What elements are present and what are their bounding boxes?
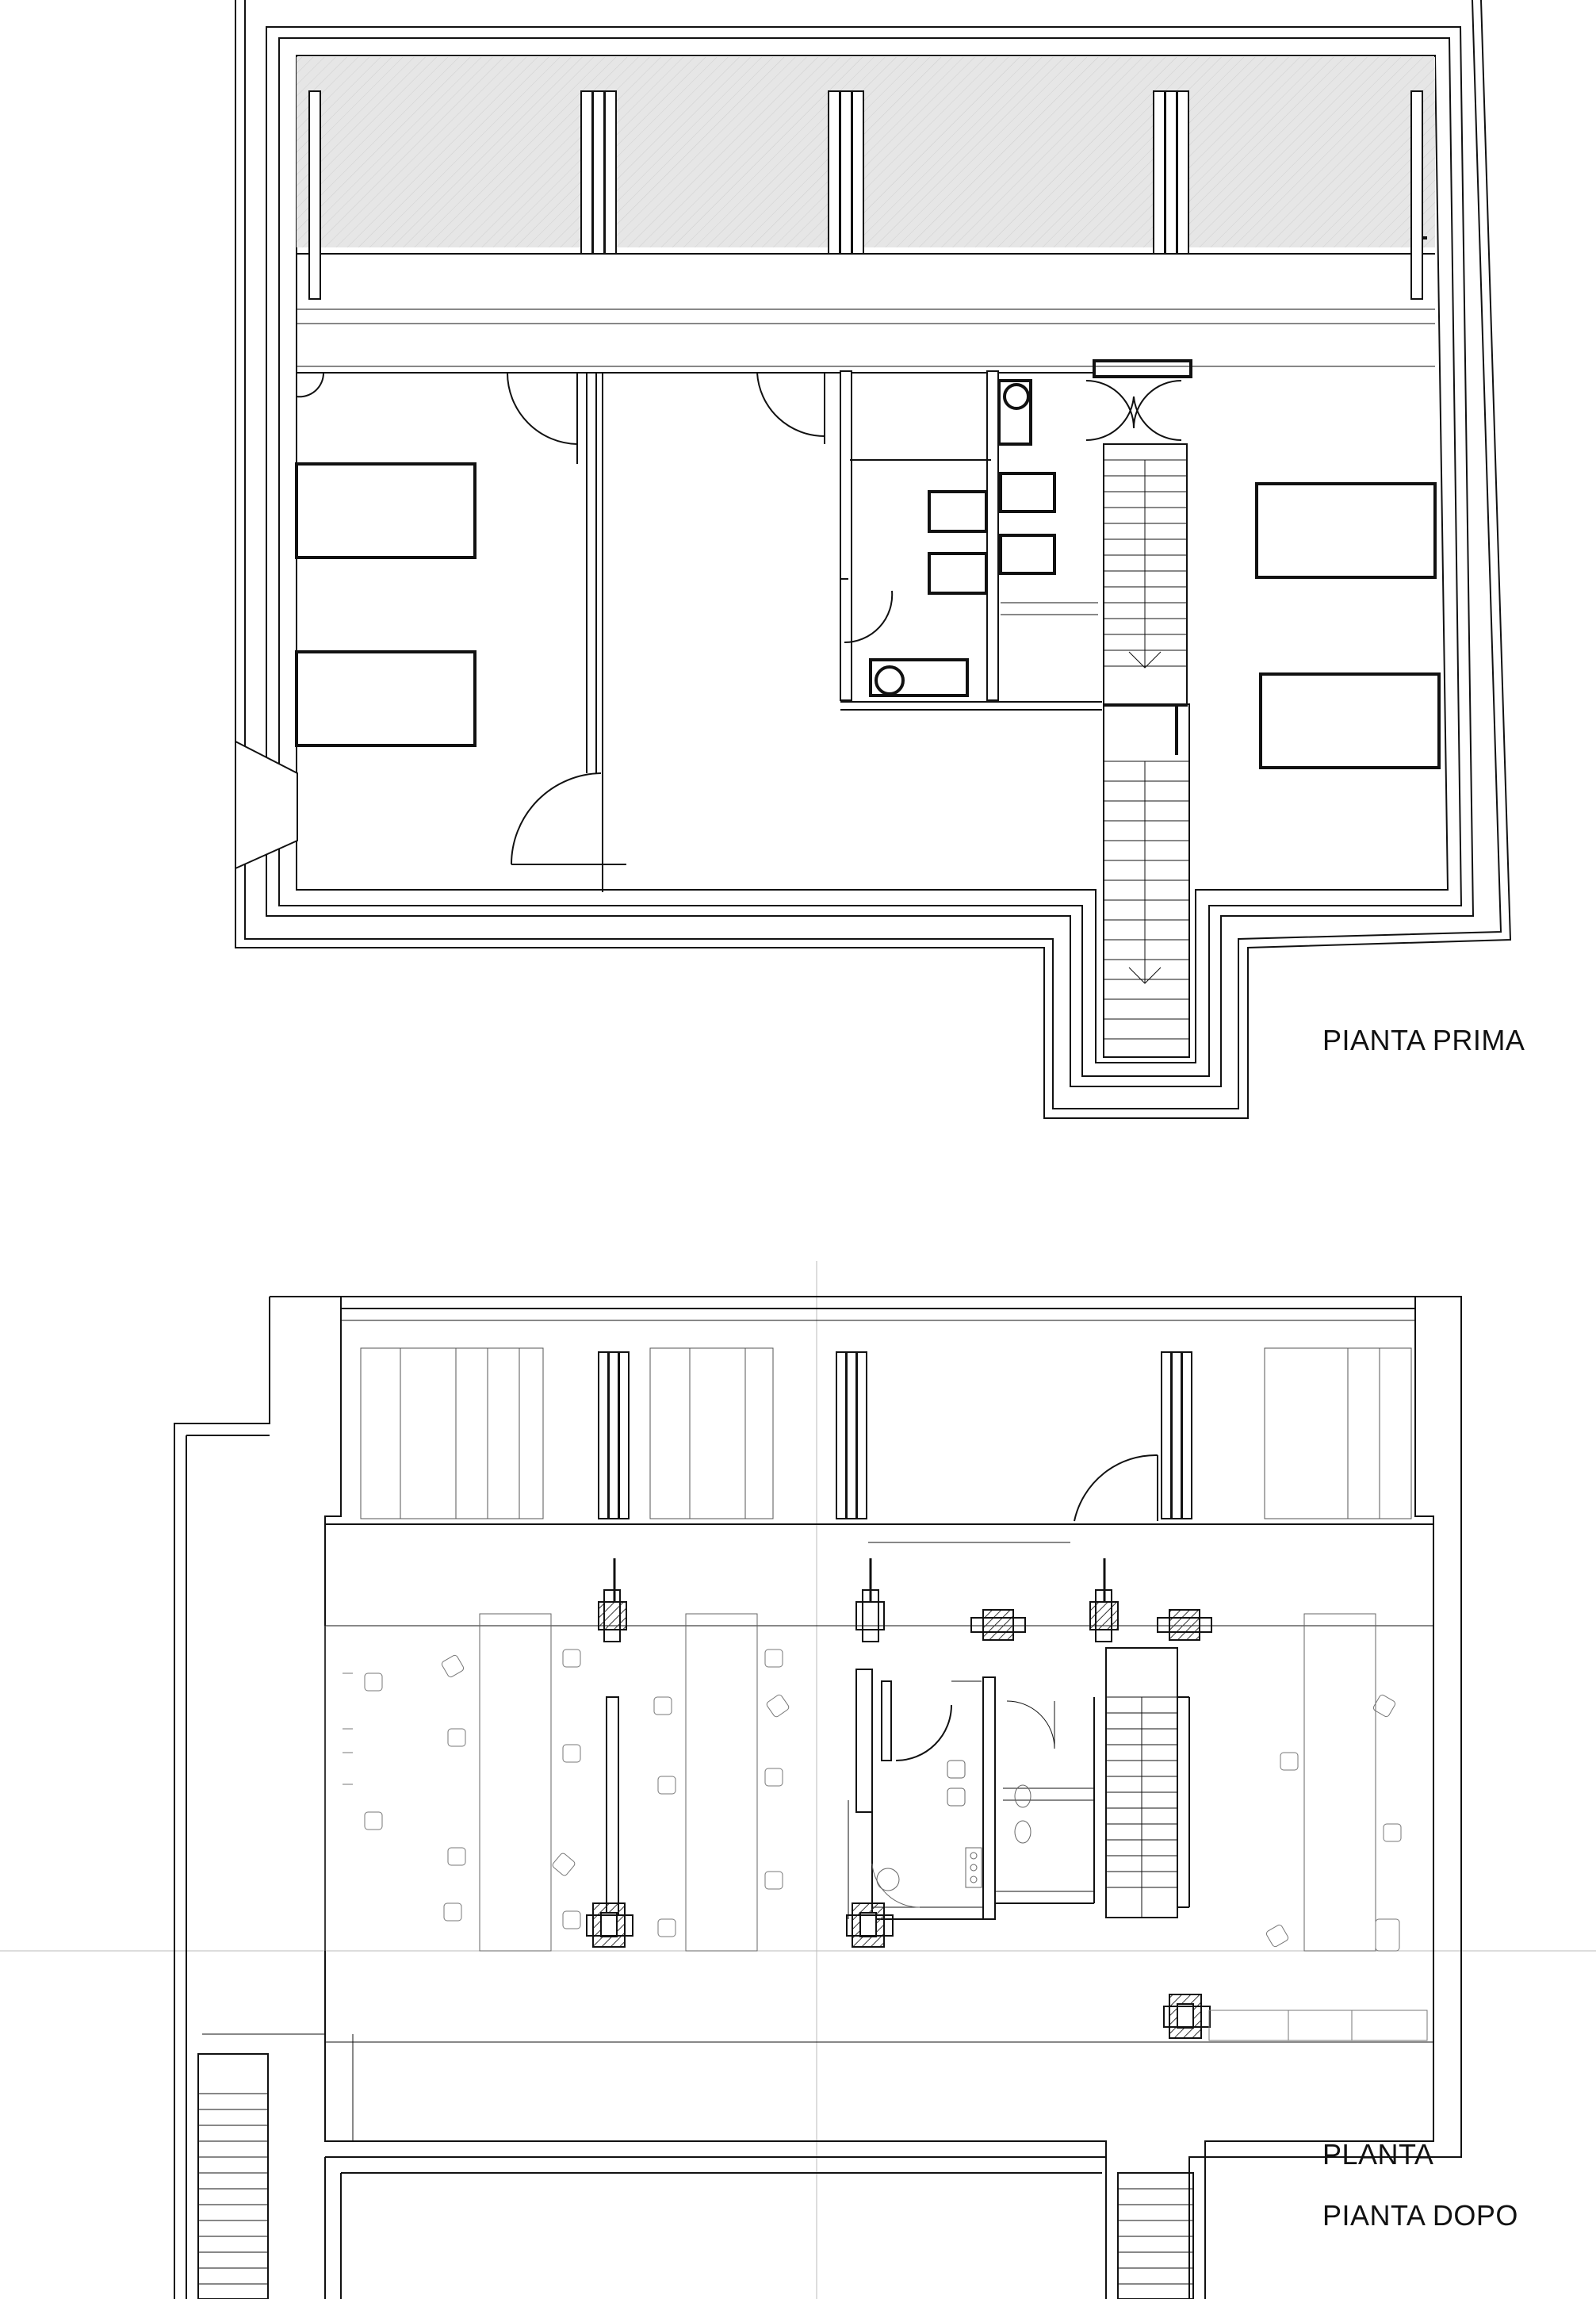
bed [1259,672,1441,769]
stair [1103,443,1188,707]
column [308,90,321,300]
column [1171,1351,1182,1519]
column [846,1351,857,1519]
column [836,1351,847,1519]
bed [1255,482,1437,579]
fixture [928,552,988,595]
plan-first-floor [235,0,1512,1119]
column [828,90,840,255]
door-swing [511,772,602,865]
shower-icon [875,665,905,695]
door-swing [1133,396,1182,442]
column [1410,90,1423,300]
stair [197,2053,269,2299]
column [598,1351,609,1519]
desk [1303,1613,1376,1952]
toilet-fixture [997,379,1032,446]
plan-title-planta: PLANTA [1322,2138,1434,2171]
inner-wall [1204,1297,1434,2299]
bed [295,462,477,559]
door-swing [1085,380,1135,429]
door-swing [296,372,325,398]
column [618,1351,630,1519]
stair-arrow-icon [1128,967,1162,984]
door-swing [507,372,578,445]
inner-wall [296,55,1449,1063]
fixture [999,534,1056,575]
bed [295,650,477,747]
door-swing [895,1704,952,1761]
desk [685,1613,758,1952]
column [604,90,617,255]
door-swing [1006,1700,1055,1749]
pillar-row [598,1558,1212,1642]
column [580,90,593,255]
stair-arrow-icon [1128,651,1162,669]
column [592,90,605,255]
plan-title-pianta-prima: PIANTA PRIMA [1322,1024,1525,1056]
bath-fixture [869,658,969,697]
outer-wall [235,0,1512,1119]
outer-wall [174,1297,270,2299]
chimney [235,740,298,870]
outer-wall [278,37,1463,1077]
column [608,1351,619,1519]
plan-after [0,1261,1596,2299]
plan-title-pianta-dopo: PIANTA DOPO [1322,2199,1518,2232]
column [1177,90,1189,255]
column [856,1351,867,1519]
toilet-icon [1014,1784,1031,1808]
desk [479,1613,552,1952]
column [1165,90,1177,255]
door-swing [844,590,894,644]
column [1181,1351,1192,1519]
toilet-icon [1014,1820,1031,1844]
column [852,90,864,255]
outer-wall [266,26,1475,1087]
fixture [999,472,1056,513]
shower-icon [876,1868,900,1891]
door-swing [756,372,825,438]
fixture [928,490,988,533]
door-swing [1074,1454,1158,1522]
column [840,90,852,255]
door-swing [1133,380,1182,429]
toilet-icon [1003,383,1030,410]
column [1153,90,1165,255]
outer-wall [244,0,1502,1109]
door-swing [1085,396,1135,442]
column [1161,1351,1172,1519]
